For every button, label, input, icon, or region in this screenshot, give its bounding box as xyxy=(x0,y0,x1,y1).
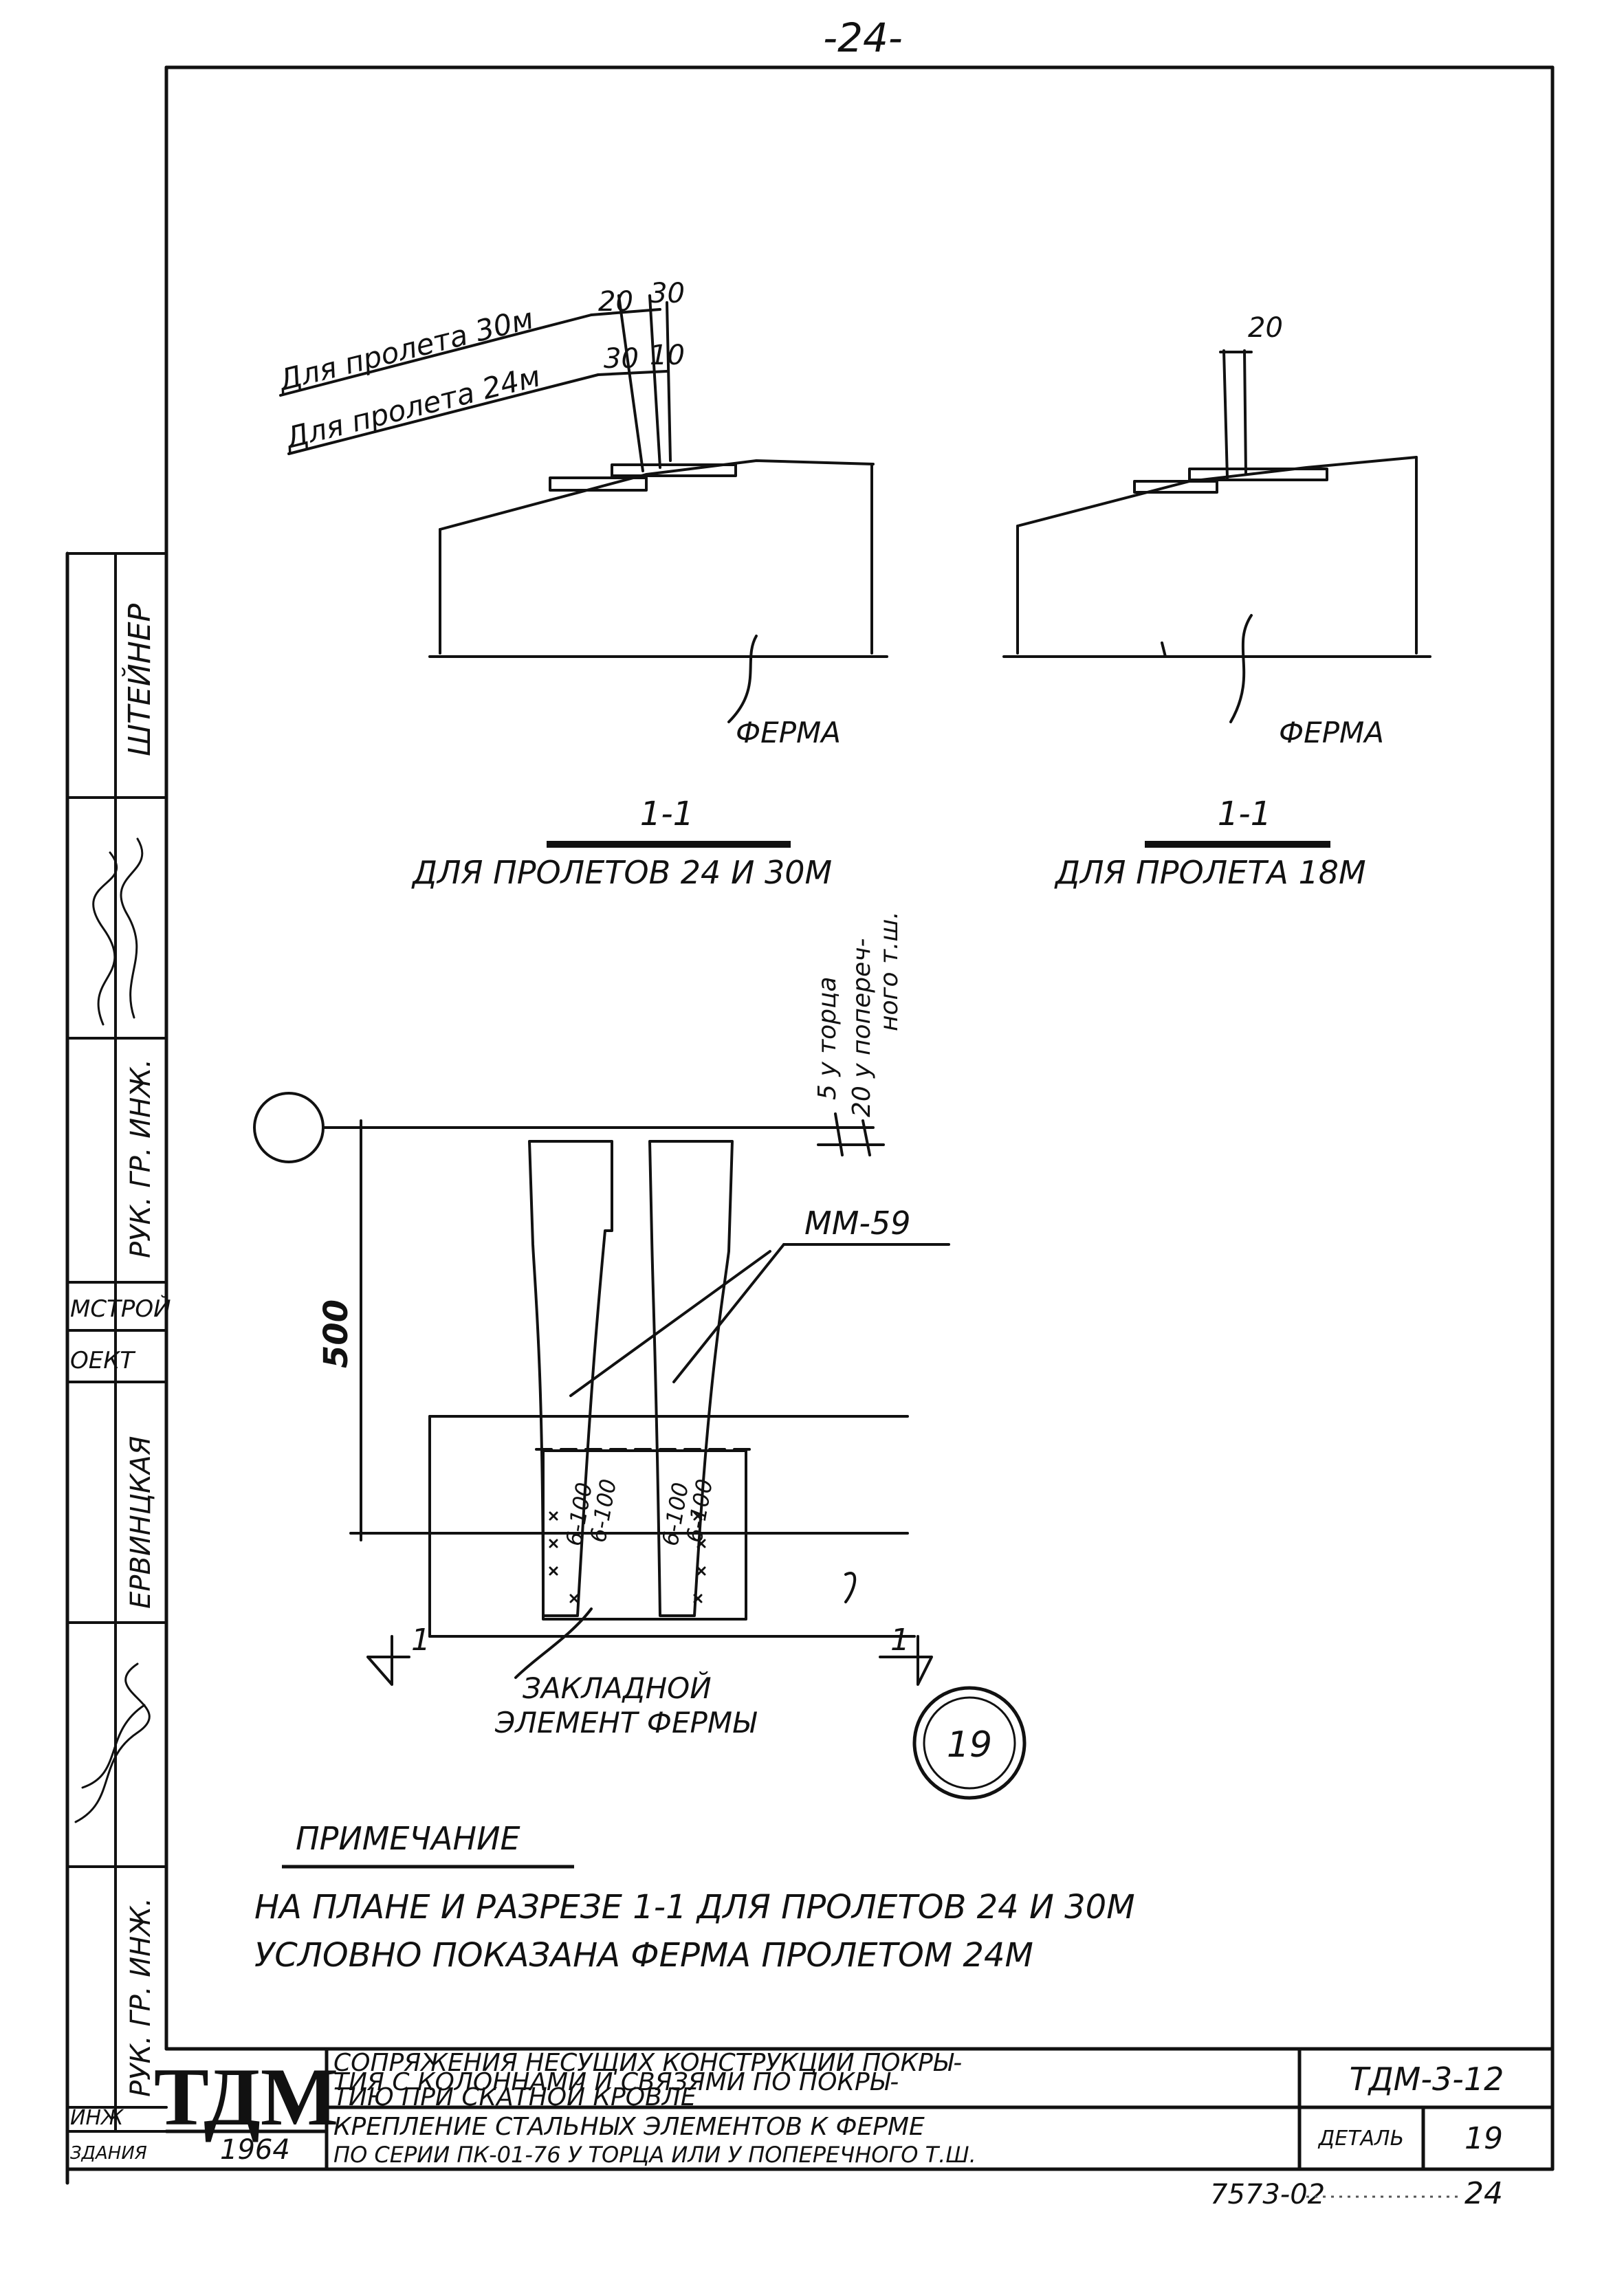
title-desc-3: ТИЮ ПРИ СКАТНОЙ КРОВЛЕ xyxy=(333,2083,696,2111)
title-desc-2: ТИЯ С КОЛОННАМИ И СВЯЗЯМИ ПО ПОКРЫ- xyxy=(333,2068,899,2096)
strip-label-ervinckaya: ЕРВИНЦКАЯ xyxy=(125,1436,157,1609)
signature-1 xyxy=(92,837,144,1026)
section-right-number: 1-1 xyxy=(1218,795,1271,833)
sheet-frame xyxy=(65,65,1555,2185)
cut-label-right: 1 xyxy=(890,1623,910,1658)
strip-label-inzh: ИНЖ xyxy=(70,2106,124,2130)
plan-view: 500 5 у торца 20 у попереч- ного т.ш. ММ… xyxy=(253,911,1027,1800)
signature-2 xyxy=(74,1662,151,1823)
note-5-at-end: 5 у торца xyxy=(813,976,842,1100)
strip-label-oekt: ОЕКТ xyxy=(70,1347,135,1374)
footer-page: 24 xyxy=(1464,2176,1503,2211)
note-line-1: НА ПЛАНЕ И РАЗРЕЗЕ 1-1 ДЛЯ ПРОЛЕТОВ 24 И… xyxy=(254,1888,1135,1926)
note-block: ПРИМЕЧАНИЕ НА ПЛАНЕ И РАЗРЕЗЕ 1-1 ДЛЯ ПР… xyxy=(254,1820,1135,1975)
title-desc-4: КРЕПЛЕНИЕ СТАЛЬНЫХ ЭЛЕМЕНТОВ К ФЕРМЕ xyxy=(333,2113,925,2141)
strip-label-shteiner: ШТЕЙНЕР xyxy=(121,603,157,756)
logo-tdm: ТДМ xyxy=(154,2051,338,2142)
strip-label-ruk-gr-1: РУК. ГР. ИНЖ. xyxy=(125,1059,157,1258)
title-block: ТДМ 1964 СОПРЯЖЕНИЯ НЕСУЩИХ КОНСТРУКЦИЙ … xyxy=(154,2047,1555,2171)
title-detail-number: 19 xyxy=(1464,2121,1503,2156)
title-series: ТДМ-3-12 xyxy=(1350,2061,1504,2098)
dim-500: 500 xyxy=(317,1299,355,1368)
note-line-2: УСЛОВНО ПОКАЗАНА ФЕРМА ПРОЛЕТОМ 24М xyxy=(254,1936,1033,1975)
section-left: Для пролета 30м Для пролета 24м 20 30 30… xyxy=(274,278,888,891)
dim-bottom-30: 30 xyxy=(604,343,639,375)
title-year: 1964 xyxy=(220,2134,290,2166)
section-left-title: ДЛЯ ПРОЛЕТОВ 24 И 30М xyxy=(411,854,832,891)
section-left-number: 1-1 xyxy=(640,795,694,833)
label-ferma-right: ФЕРМА xyxy=(1279,716,1384,749)
note-20-transverse: 20 у попереч- xyxy=(848,938,876,1117)
detail-bubble-number: 19 xyxy=(947,1724,992,1766)
embedded-label-2: ЭЛЕМЕНТ ФЕРМЫ xyxy=(494,1706,757,1739)
page-number: -24- xyxy=(823,14,903,61)
title-desc-1: СОПРЯЖЕНИЯ НЕСУЩИХ КОНСТРУКЦИЙ ПОКРЫ- xyxy=(333,2048,962,2077)
dim-top-30: 30 xyxy=(650,278,685,309)
dim-right-20: 20 xyxy=(1248,312,1283,344)
title-detail-label: ДЕТАЛЬ xyxy=(1317,2127,1404,2151)
dim-top-20: 20 xyxy=(598,286,633,318)
label-mm59: ММ-59 xyxy=(804,1205,911,1242)
title-desc-5: ПО СЕРИИ ПК-01-76 У ТОРЦА ИЛИ У ПОПЕРЕЧН… xyxy=(333,2142,976,2168)
label-ferma-left: ФЕРМА xyxy=(736,716,841,749)
detail-bubble-inner xyxy=(923,1696,1016,1790)
embedded-label-1: ЗАКЛАДНОЙ xyxy=(523,1671,712,1705)
dim-bottom-10: 10 xyxy=(650,340,685,371)
note-20-transverse-2: ного т.ш. xyxy=(875,911,903,1031)
section-right: 20 ФЕРМА 1-1 ДЛЯ ПРОЛЕТА 18М xyxy=(1002,312,1431,891)
circle-marker xyxy=(253,1092,325,1163)
strip-label-mstroi: МСТРОЙ xyxy=(70,1295,171,1323)
detail-bubble-outer xyxy=(912,1686,1027,1800)
left-strip: ШТЕЙНЕР РУК. ГР. ИНЖ. МСТРОЙ ОЕКТ ЕРВИНЦ… xyxy=(66,552,171,2164)
note-title: ПРИМЕЧАНИЕ xyxy=(296,1820,520,1857)
footer-code: 7573-02 xyxy=(1210,2179,1325,2210)
weld-marks xyxy=(549,1511,706,1603)
strip-label-ruk-gr-2: РУК. ГР. ИНЖ. xyxy=(125,1898,157,2097)
section-right-title: ДЛЯ ПРОЛЕТА 18М xyxy=(1054,854,1366,891)
cut-label-left: 1 xyxy=(411,1623,430,1658)
strip-label-zdaniya: ЗДАНИЯ xyxy=(70,2143,147,2164)
